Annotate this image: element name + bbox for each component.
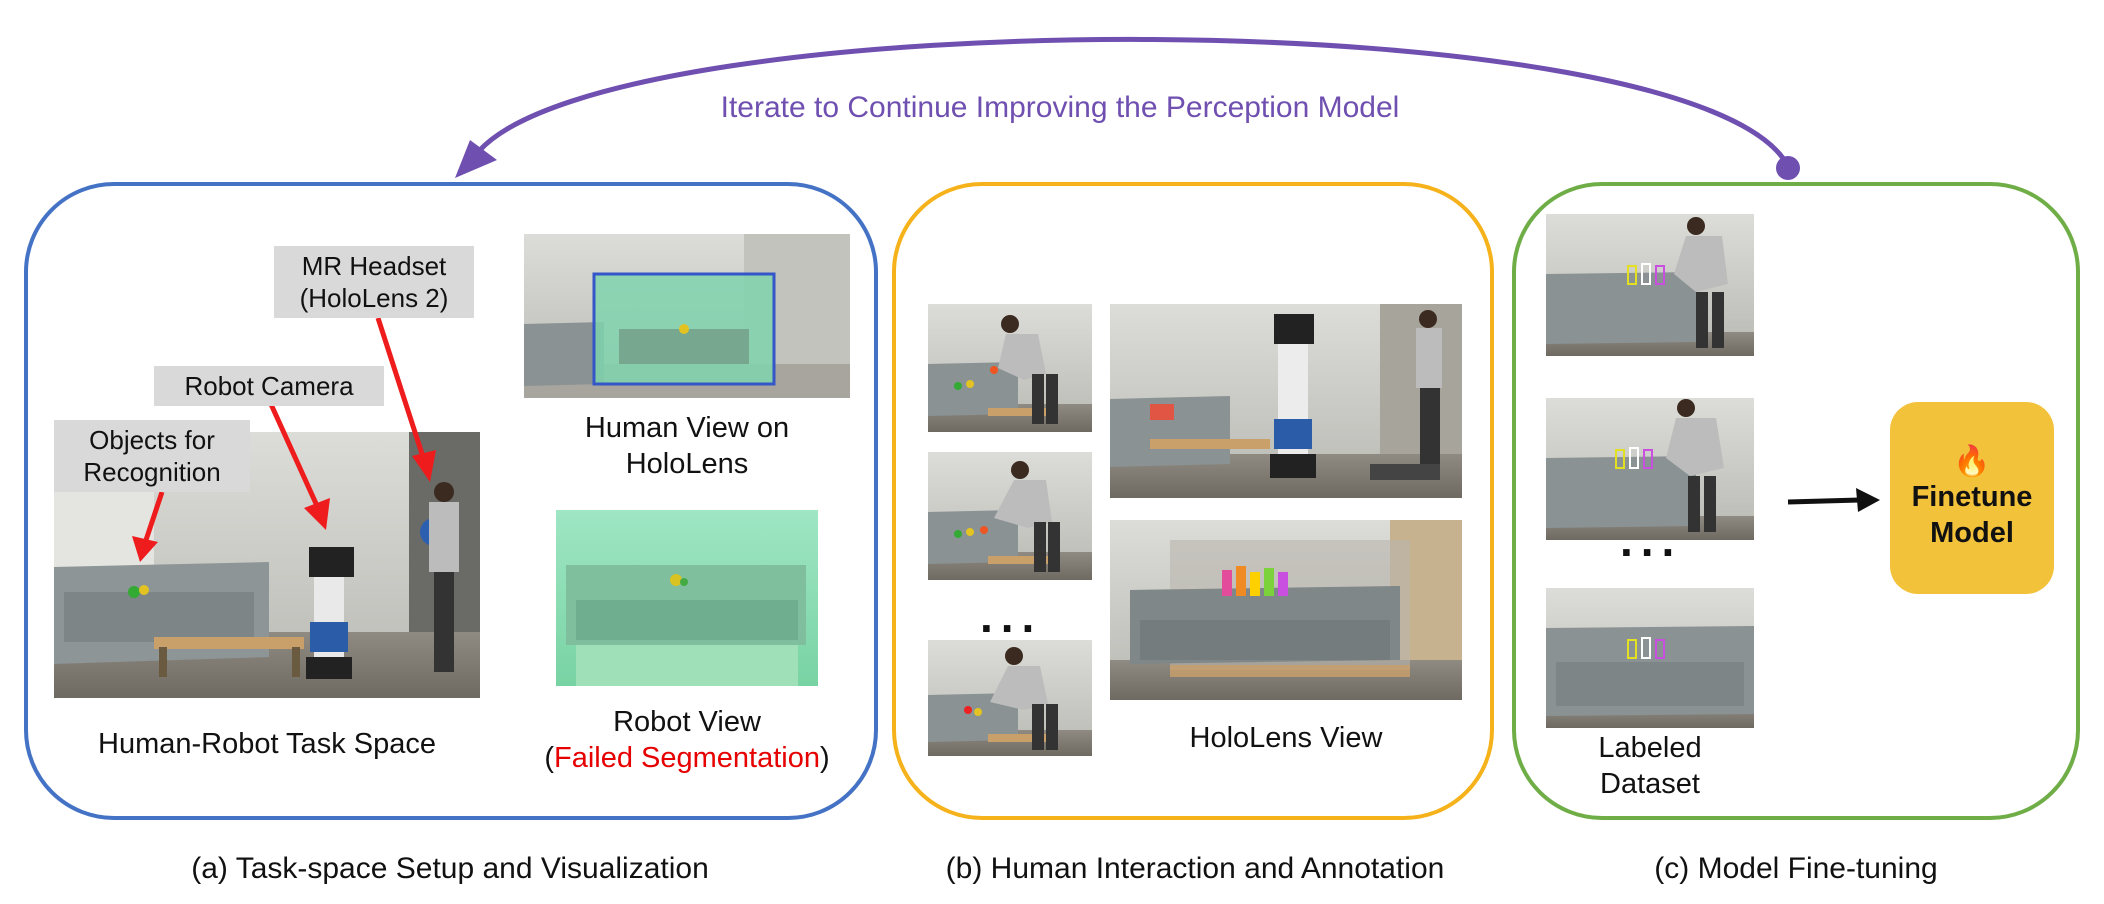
task-space-label: Human-Robot Task Space [98,728,436,760]
robot-camera-callout: Robot Camera [154,366,384,406]
robot-view-label: Robot View (Failed Segmentation) [500,704,874,776]
caption-b: (b) Human Interaction and Annotation [945,852,1445,885]
robot-scene-photo [1110,304,1462,498]
robot-camera-label: Robot Camera [184,371,354,401]
human-view-line1: Human View on [584,412,790,444]
dataset-line2: Dataset [1600,768,1700,800]
objects-line1: Objects for [89,425,215,455]
labeled-dataset-label: Labeled Dataset [1546,730,1754,802]
robot-view-photo [556,510,818,686]
dataset-ellipsis: ... [1620,514,1683,566]
interaction-thumb-2 [928,452,1092,580]
interaction-ellipsis: ... [980,590,1043,642]
headset-line2: (HoloLens 2) [299,283,449,313]
hololens-view-label: HoloLens View [1189,722,1383,754]
loop-label: Iterate to Continue Improving the Percep… [720,91,1400,124]
labeled-sample-3 [1546,588,1754,728]
robot-view-open-paren: ( [544,742,554,774]
finetune-line2: Model [1930,517,2014,549]
finetune-model-box: 🔥 Finetune Model [1890,402,2054,594]
finetune-line1: Finetune [1911,481,2033,513]
fire-icon: 🔥 [1953,445,1991,478]
human-view-label: Human View on HoloLens [524,410,850,482]
panel-b-interaction [892,182,1494,820]
to-finetune-arrow [1787,488,1880,512]
human-view-photo [524,234,850,398]
objects-callout: Objects for Recognition [54,420,250,492]
dataset-line1: Labeled [1598,732,1702,764]
human-view-line2: HoloLens [625,448,749,480]
headset-line1: MR Headset [301,251,447,281]
labeled-sample-1 [1546,214,1754,356]
failed-segmentation-text: Failed Segmentation [554,742,820,774]
robot-view-close-paren: ) [820,742,830,774]
interaction-thumb-1 [928,304,1092,432]
robot-view-line2: (Failed Segmentation) [500,740,874,776]
mr-headset-callout: MR Headset (HoloLens 2) [274,246,474,318]
objects-line2: Recognition [83,457,221,487]
callout-arrows [132,317,436,562]
labeled-sample-2 [1546,398,1754,540]
interaction-thumb-3 [928,640,1092,756]
panel-c-finetuning [1512,182,2080,820]
caption-a: (a) Task-space Setup and Visualization [191,852,709,885]
hololens-view-photo [1110,520,1462,700]
robot-view-line1: Robot View [613,706,761,738]
caption-c: (c) Model Fine-tuning [1654,852,1938,885]
panel-a-task-space [24,182,878,820]
